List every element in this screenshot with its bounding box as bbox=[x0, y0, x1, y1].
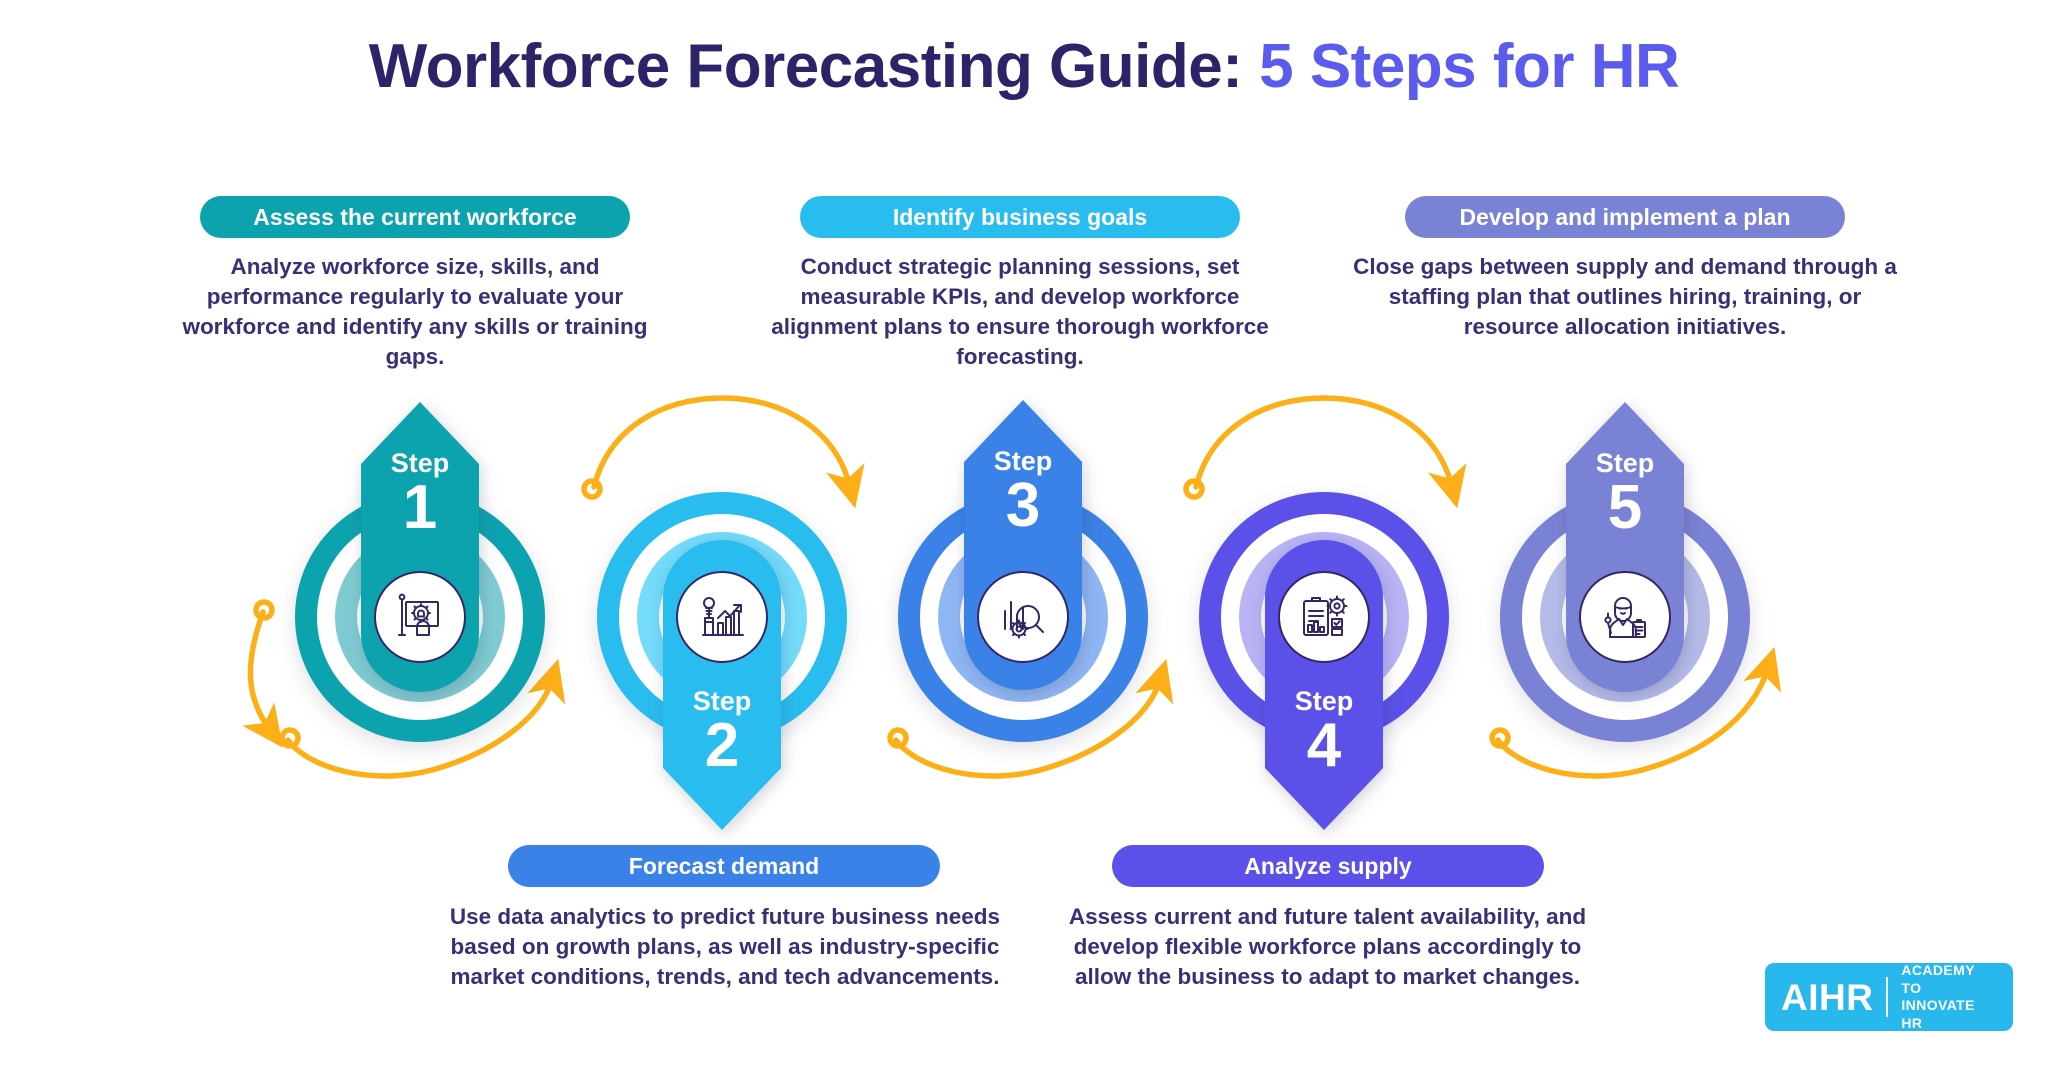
desc-step-2: Use data analytics to predict future bus… bbox=[449, 904, 1001, 989]
hr-person-clipboard-icon bbox=[1604, 597, 1646, 638]
presentation-gear-head-icon bbox=[398, 593, 439, 636]
pill-step-1[interactable]: Assess the current workforce bbox=[200, 196, 630, 238]
step-5-icon-badge[interactable] bbox=[1579, 571, 1671, 663]
pill-step-4[interactable]: Analyze supply bbox=[1112, 845, 1544, 887]
desc-step-1: Analyze workforce size, skills, and perf… bbox=[182, 254, 648, 369]
aihr-logo-tagline-line1: ACADEMY TO bbox=[1901, 962, 1975, 996]
clipboard-checklist-gear-icon bbox=[1303, 595, 1348, 636]
magnifier-chart-gear-icon bbox=[1004, 601, 1044, 639]
desc-step-3: Conduct strategic planning sessions, set… bbox=[771, 254, 1269, 369]
pill-step-2[interactable]: Forecast demand bbox=[508, 845, 940, 887]
page-title: Workforce Forecasting Guide: 5 Steps for… bbox=[0, 34, 2048, 99]
pill-step-3-label: Identify business goals bbox=[892, 203, 1148, 230]
pill-step-2-label: Forecast demand bbox=[628, 852, 820, 879]
aihr-logo-tagline: ACADEMY TO INNOVATE HR bbox=[1901, 962, 1997, 1032]
pill-step-5-label: Develop and implement a plan bbox=[1459, 203, 1791, 230]
desc-step-4: Assess current and future talent availab… bbox=[1068, 904, 1587, 989]
aihr-logo-brand: AIHR bbox=[1781, 976, 1874, 1018]
aihr-logo-divider bbox=[1886, 977, 1889, 1017]
aihr-logo[interactable]: AIHR ACADEMY TO INNOVATE HR bbox=[1765, 962, 2013, 1032]
step-1-icon-badge[interactable] bbox=[374, 571, 466, 663]
pill-step-3[interactable]: Identify business goals bbox=[800, 196, 1240, 238]
bar-chart-growth-bulb-icon bbox=[702, 597, 744, 636]
desc-step-5: Close gaps between supply and demand thr… bbox=[1353, 254, 1897, 339]
pill-step-5[interactable]: Develop and implement a plan bbox=[1405, 196, 1845, 238]
step-2-icon-badge[interactable] bbox=[676, 571, 768, 663]
page-title-part1: Workforce Forecasting Guide: bbox=[368, 32, 1243, 101]
aihr-logo-tagline-line2: INNOVATE HR bbox=[1901, 997, 1975, 1031]
pill-step-4-label: Analyze supply bbox=[1244, 852, 1412, 879]
step-3-icon-badge[interactable] bbox=[977, 571, 1069, 663]
pill-step-1-label: Assess the current workforce bbox=[253, 203, 577, 230]
page-title-part2: 5 Steps for HR bbox=[1259, 32, 1680, 101]
step-4-icon-badge[interactable] bbox=[1278, 571, 1370, 663]
